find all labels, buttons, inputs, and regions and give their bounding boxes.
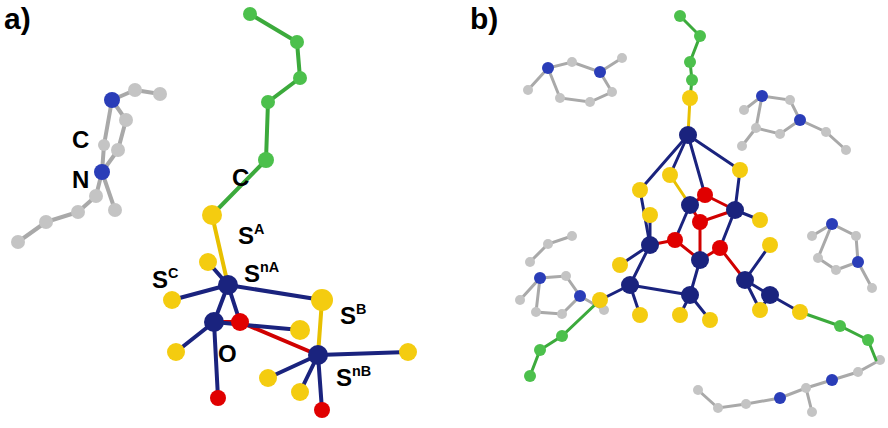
alkyl-chains-b bbox=[530, 16, 876, 376]
cations-b bbox=[520, 58, 880, 412]
atom-label: b) bbox=[470, 4, 498, 34]
atom-label: C bbox=[72, 128, 89, 152]
atom-label: C bbox=[232, 166, 249, 190]
atom-label: SC bbox=[152, 268, 178, 292]
atom-label: a) bbox=[4, 4, 31, 34]
atom-label: SA bbox=[238, 224, 264, 248]
atom-label: SnB bbox=[336, 366, 371, 390]
alkyl-chain bbox=[212, 14, 300, 215]
chain-atoms-b bbox=[524, 10, 874, 382]
cation-atoms-b bbox=[515, 53, 885, 417]
core-bonds bbox=[172, 215, 408, 410]
cluster-bonds bbox=[600, 98, 800, 320]
atom-label: SnA bbox=[244, 262, 279, 286]
core-atoms bbox=[163, 7, 417, 418]
atom-label: O bbox=[218, 342, 237, 366]
atom-label: SB bbox=[340, 304, 366, 328]
cation-bonds bbox=[18, 90, 160, 242]
atom-label: N bbox=[72, 168, 89, 192]
cluster-atoms bbox=[592, 90, 808, 328]
cation-atoms bbox=[11, 83, 167, 249]
